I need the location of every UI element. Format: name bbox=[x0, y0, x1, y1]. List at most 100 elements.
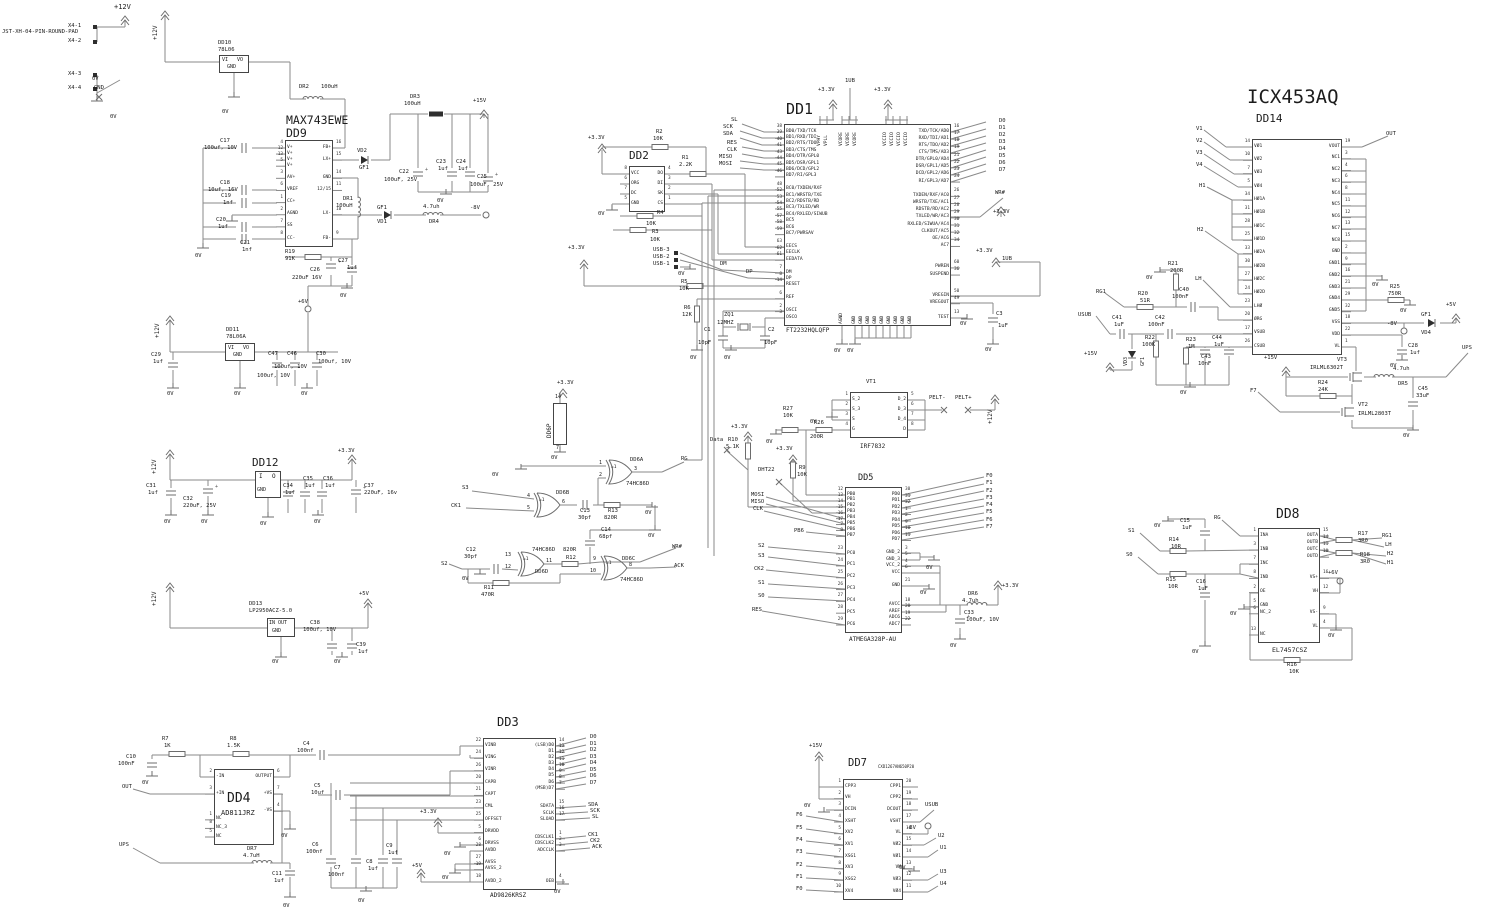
pin-number: 29 bbox=[1345, 291, 1351, 297]
label: 10K bbox=[679, 286, 689, 292]
pin-name: BC0/TXDEN/RXF bbox=[786, 186, 822, 192]
pin-name: PC2 bbox=[847, 574, 856, 580]
resistor bbox=[1136, 304, 1154, 310]
pin-number: 16 bbox=[837, 510, 843, 516]
label: R24 bbox=[1318, 380, 1328, 386]
label: 0V bbox=[272, 659, 279, 665]
pin-name: BD6/DCD/GPL2 bbox=[786, 166, 820, 172]
label: S1 bbox=[1128, 528, 1135, 534]
inductor bbox=[251, 860, 273, 864]
pin-number: 53 bbox=[776, 194, 782, 200]
pin-number: 18 bbox=[1345, 315, 1351, 321]
label: DD4 bbox=[227, 791, 251, 806]
label: F5 bbox=[796, 825, 803, 831]
label: 74HC86D bbox=[532, 547, 556, 553]
pin-number: 4 bbox=[845, 422, 848, 427]
pin-name: VINR bbox=[485, 767, 497, 773]
label: MOSI bbox=[719, 161, 733, 167]
pin-number: 3 bbox=[209, 786, 212, 792]
label: R5 bbox=[681, 279, 688, 285]
label: +3.3V bbox=[874, 87, 891, 93]
pin-number: 7 bbox=[559, 781, 562, 787]
power-arrow-icon bbox=[990, 394, 1000, 401]
power-arrow-icon bbox=[165, 449, 175, 456]
capacitor bbox=[1191, 302, 1195, 312]
pin-name: LHØ bbox=[1254, 303, 1263, 309]
pin-name: SCLK bbox=[542, 810, 554, 816]
label: R27 bbox=[783, 406, 793, 412]
pin-name: XV1 bbox=[845, 841, 854, 847]
power-arrow-icon bbox=[416, 872, 426, 879]
pin-number: 14 bbox=[776, 277, 782, 283]
pin-name: CDSCLK2 bbox=[534, 841, 554, 847]
pin-name: D bbox=[903, 426, 906, 432]
pin-name: GND bbox=[866, 315, 871, 324]
pin-number: 34 bbox=[954, 238, 960, 244]
capacitor bbox=[955, 619, 965, 623]
label: VO bbox=[237, 57, 244, 63]
label: 1uf bbox=[368, 866, 378, 872]
pin-number: 4 bbox=[559, 874, 562, 879]
label: C27 bbox=[338, 258, 348, 264]
capacitor bbox=[351, 859, 361, 863]
label: 1uF bbox=[1198, 586, 1208, 592]
pin-name: INC bbox=[1260, 560, 1269, 566]
label: +3.3V bbox=[420, 809, 437, 815]
pin-name: XSG1 bbox=[845, 853, 857, 859]
pin-name: S_2 bbox=[852, 396, 861, 402]
wire bbox=[1319, 535, 1337, 541]
pin-number: 23 bbox=[1244, 299, 1250, 304]
label: 2 bbox=[599, 472, 603, 478]
pin-number: 28 bbox=[475, 843, 481, 849]
wire bbox=[1203, 141, 1231, 161]
label: 1K bbox=[164, 743, 171, 749]
pin-name: OSCO bbox=[786, 314, 798, 320]
pin-number: 23 bbox=[837, 546, 843, 552]
pin-name: VSUB bbox=[1254, 330, 1266, 336]
xor-gate bbox=[533, 492, 539, 518]
label: ACK bbox=[592, 844, 602, 850]
pin-number: 6 bbox=[1253, 605, 1256, 611]
pin-number: 32 bbox=[905, 500, 911, 505]
no-connect-x-mark bbox=[775, 478, 783, 486]
label: USB-3 bbox=[653, 247, 670, 253]
label: 1uf bbox=[347, 265, 357, 271]
label: 1uf bbox=[218, 224, 228, 230]
inductor bbox=[1373, 374, 1395, 378]
pin-name: VØ3 bbox=[892, 876, 901, 882]
pin-number: 22 bbox=[1345, 327, 1351, 333]
wire bbox=[805, 531, 846, 537]
label: Data bbox=[710, 437, 724, 443]
pin-number: 20 bbox=[475, 775, 481, 781]
pin-name: ADCCLK bbox=[537, 847, 554, 853]
pin-name: CPP2 bbox=[889, 795, 901, 801]
label: C36 bbox=[323, 476, 333, 482]
pin-number: 3 bbox=[905, 545, 908, 551]
pin-name: AV+ bbox=[287, 174, 296, 180]
label: 3R0 bbox=[1358, 538, 1368, 544]
wire bbox=[555, 770, 587, 778]
wire bbox=[923, 837, 937, 846]
capacitor bbox=[326, 859, 336, 863]
pin-name: VCCIO bbox=[897, 132, 902, 146]
pin-name: DI bbox=[657, 180, 663, 186]
pin-number: 20 bbox=[1244, 312, 1250, 318]
pin-number: 8 bbox=[624, 166, 627, 171]
pin-number: 1 bbox=[209, 811, 212, 817]
label: 0V bbox=[195, 253, 202, 259]
label: DM bbox=[720, 261, 727, 267]
pin-name: GND1 bbox=[1328, 261, 1340, 267]
pin-name: AVDD bbox=[485, 847, 497, 853]
pin-number: 6 bbox=[478, 836, 481, 842]
wire bbox=[1203, 153, 1235, 175]
pin-name: VM bbox=[895, 865, 901, 871]
pin-number: 26 bbox=[954, 188, 960, 194]
pin-number: 14 bbox=[1244, 139, 1250, 144]
label: R15 bbox=[1166, 577, 1176, 583]
pin-number: 45 bbox=[776, 162, 782, 168]
wire bbox=[1361, 135, 1389, 148]
pin-number: 7 bbox=[779, 265, 782, 271]
label: C2 bbox=[768, 327, 775, 333]
label: DD6P bbox=[546, 423, 553, 438]
label: UPS bbox=[119, 842, 129, 848]
